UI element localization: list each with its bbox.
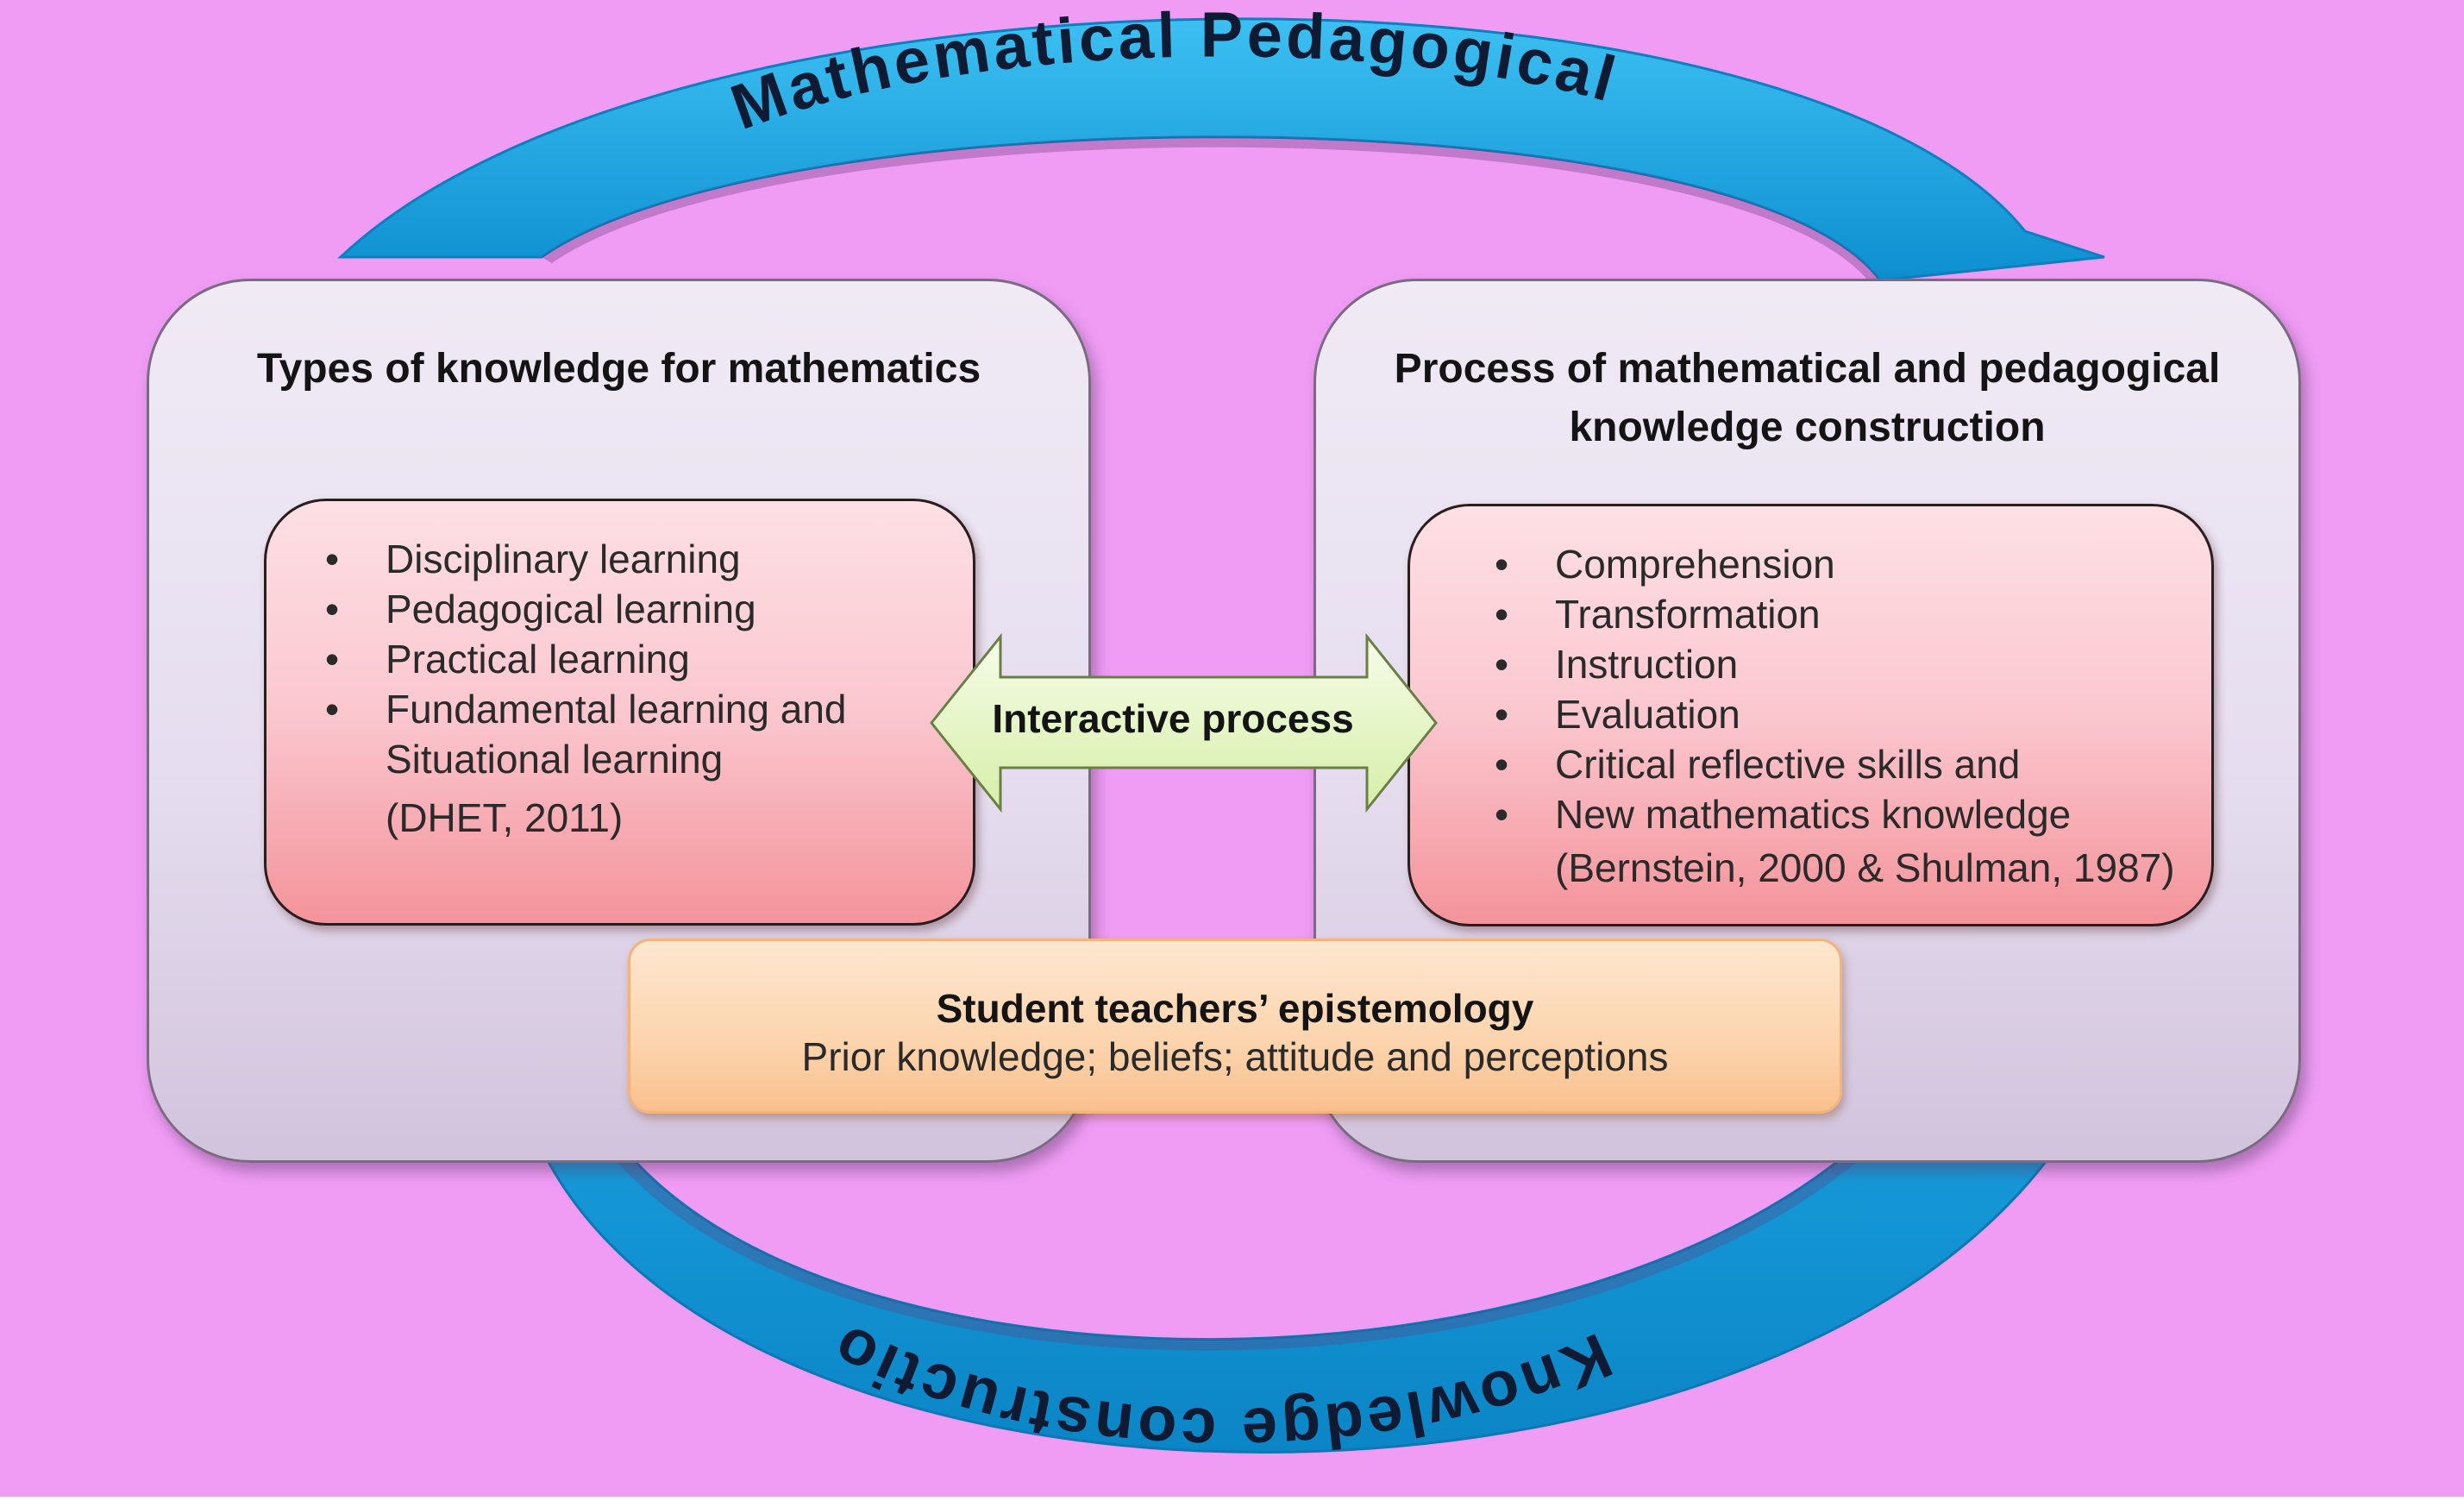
interactive-process-arrow [930,632,1438,813]
bullet-icon: • [325,637,340,681]
list-item: • Critical reflective skills and [1488,739,2204,789]
bullet-icon: • [325,587,340,631]
knowledge-types-box: • Disciplinary learning • Pedagogical lear… [264,499,975,926]
list-item-text: Fundamental learning and Situational lea… [386,687,847,782]
bullet-icon: • [1495,742,1509,787]
bullet-icon: • [1495,642,1509,687]
knowledge-types-citation: (DHET, 2011) [386,795,624,840]
list-item-text: Comprehension [1555,542,1835,587]
interactive-process-label: Interactive process [992,696,1354,741]
knowledge-types-panel: Types of knowledge for mathematics • Disc… [147,279,1091,1163]
list-item-text: Practical learning [386,637,690,681]
bullet-icon: • [1495,692,1509,737]
knowledge-types-list: • Disciplinary learning • Pedagogical lear… [318,534,965,784]
knowledge-construction-citation: (Bernstein, 2000 & Shulman, 1987) [1555,845,2175,890]
knowledge-construction-box: • Comprehension • Transformation • Instruct… [1408,504,2214,926]
list-item: • Pedagogical learning [318,584,965,634]
bullet-icon: • [1495,792,1509,837]
epistemology-title: Student teachers’ epistemology [936,986,1534,1031]
top-arc-label-path: Mathematical Pedagogical [722,0,1622,143]
bullet-icon: • [1495,592,1509,637]
list-item: • Fundamental learning and Situational le… [318,684,965,784]
list-item: • Practical learning [318,634,965,684]
knowledge-construction-list: • Comprehension • Transformation • Instruct… [1488,539,2204,839]
list-item-text: Instruction [1555,642,1739,687]
list-item-text: Transformation [1555,592,1821,637]
list-item: • Disciplinary learning [318,534,965,584]
knowledge-construction-heading: Process of mathematical and pedagogical … [1394,346,2221,450]
list-item-text: Pedagogical learning [386,587,756,631]
bottom-margin [0,1497,2464,1507]
list-item-text: Critical reflective skills and [1555,742,2021,787]
bullet-icon: • [325,537,340,581]
bullet-icon: • [325,687,340,732]
epistemology-subtitle: Prior knowledge; beliefs; attitude and p… [801,1034,1669,1079]
list-item: • Evaluation [1488,689,2204,739]
top-arc-arrow [337,17,2105,282]
list-item-text: Disciplinary learning [386,537,741,581]
top-arc-label: Mathematical Pedagogical [722,0,1626,143]
list-item: • Instruction [1488,639,2204,689]
knowledge-types-heading: Types of knowledge for mathematics [256,346,981,392]
list-item: • Transformation [1488,589,2204,639]
epistemology-box: Student teachers’ epistemology Prior kno… [628,939,1842,1114]
list-item: • Comprehension [1488,539,2204,589]
list-item-text: New mathematics knowledge [1555,792,2072,837]
list-item: • New mathematics knowledge [1488,789,2204,839]
bullet-icon: • [1495,542,1509,587]
list-item-text: Evaluation [1555,692,1740,737]
